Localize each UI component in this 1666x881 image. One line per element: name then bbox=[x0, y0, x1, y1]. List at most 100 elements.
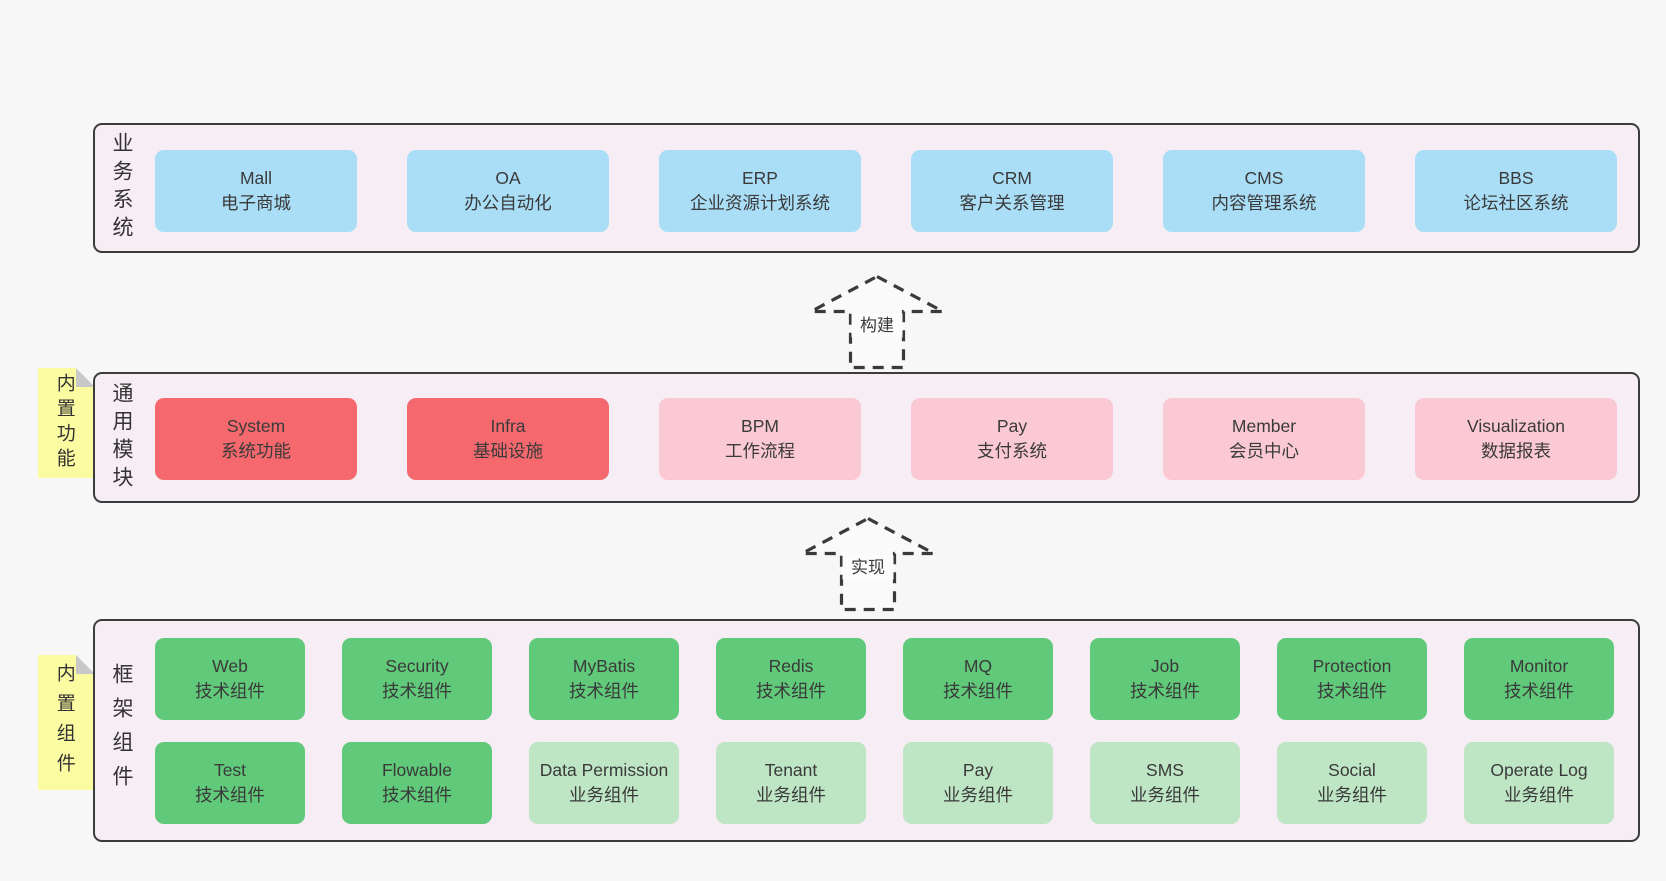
box-title: Tenant bbox=[764, 760, 818, 781]
box-system: System 系统功能 bbox=[155, 398, 357, 480]
box-mq: MQ 技术组件 bbox=[903, 638, 1053, 720]
box-title: CMS bbox=[1244, 168, 1284, 189]
box-crm: CRM 客户关系管理 bbox=[911, 150, 1113, 232]
box-title: BPM bbox=[741, 416, 779, 437]
box-job: Job 技术组件 bbox=[1090, 638, 1240, 720]
box-subtitle: 技术组件 bbox=[943, 681, 1013, 701]
box-subtitle: 论坛社区系统 bbox=[1463, 193, 1569, 213]
box-title: Pay bbox=[962, 760, 994, 781]
sticky-tag-built-in-components: 内置组件 bbox=[38, 655, 95, 790]
box-redis: Redis 技术组件 bbox=[716, 638, 866, 720]
box-subtitle: 数据报表 bbox=[1481, 441, 1551, 461]
panel-framework-components: 框架组件 Web 技术组件 Security 技术组件 MyBatis 技术组件… bbox=[93, 619, 1640, 842]
box-title: Data Permission bbox=[539, 760, 669, 781]
box-visualization: Visualization 数据报表 bbox=[1415, 398, 1617, 480]
box-infra: Infra 基础设施 bbox=[407, 398, 609, 480]
box-subtitle: 工作流程 bbox=[725, 441, 795, 461]
box-social: Social 业务组件 bbox=[1277, 742, 1427, 824]
section-label-business: 业务系统 bbox=[110, 132, 133, 244]
box-subtitle: 系统功能 bbox=[221, 441, 291, 461]
business-box-row: Mall 电子商城 OA 办公自动化 ERP 企业资源计划系统 CRM 客户关系… bbox=[155, 150, 1617, 232]
box-monitor: Monitor 技术组件 bbox=[1464, 638, 1614, 720]
box-subtitle: 技术组件 bbox=[195, 681, 265, 701]
tag-label: 内置功能 bbox=[53, 373, 75, 473]
box-title: OA bbox=[495, 168, 521, 189]
box-title: Monitor bbox=[1509, 656, 1569, 677]
box-subtitle: 业务组件 bbox=[756, 785, 826, 805]
section-label-modules: 通用模块 bbox=[110, 381, 133, 494]
box-data-permission: Data Permission 业务组件 bbox=[529, 742, 679, 824]
box-pay-component: Pay 业务组件 bbox=[903, 742, 1053, 824]
box-title: Protection bbox=[1312, 656, 1392, 677]
box-mybatis: MyBatis 技术组件 bbox=[529, 638, 679, 720]
box-pay-module: Pay 支付系统 bbox=[911, 398, 1113, 480]
box-mall: Mall 电子商城 bbox=[155, 150, 357, 232]
box-sms: SMS 业务组件 bbox=[1090, 742, 1240, 824]
box-title: BBS bbox=[1498, 168, 1534, 189]
box-title: Redis bbox=[768, 656, 814, 677]
box-subtitle: 会员中心 bbox=[1229, 441, 1299, 461]
framework-box-row-1: Web 技术组件 Security 技术组件 MyBatis 技术组件 Redi… bbox=[155, 638, 1614, 720]
box-security: Security 技术组件 bbox=[342, 638, 492, 720]
arrow-label: 实现 bbox=[851, 558, 885, 577]
box-subtitle: 业务组件 bbox=[943, 785, 1013, 805]
box-subtitle: 技术组件 bbox=[195, 785, 265, 805]
dashed-up-arrow-icon: 构建 bbox=[810, 274, 944, 370]
box-title: MyBatis bbox=[572, 656, 636, 677]
box-subtitle: 企业资源计划系统 bbox=[690, 193, 830, 213]
box-title: Job bbox=[1150, 656, 1180, 677]
box-subtitle: 业务组件 bbox=[1130, 785, 1200, 805]
box-erp: ERP 企业资源计划系统 bbox=[659, 150, 861, 232]
box-subtitle: 客户关系管理 bbox=[959, 193, 1065, 213]
box-bbs: BBS 论坛社区系统 bbox=[1415, 150, 1617, 232]
box-title: Test bbox=[213, 760, 247, 781]
box-title: Mall bbox=[239, 168, 273, 189]
box-subtitle: 技术组件 bbox=[756, 681, 826, 701]
box-subtitle: 支付系统 bbox=[977, 441, 1047, 461]
box-title: Security bbox=[385, 656, 449, 677]
box-protection: Protection 技术组件 bbox=[1277, 638, 1427, 720]
box-subtitle: 业务组件 bbox=[1317, 785, 1387, 805]
box-subtitle: 业务组件 bbox=[1504, 785, 1574, 805]
box-title: Visualization bbox=[1467, 416, 1565, 437]
arrow-implement-up: 实现 bbox=[798, 516, 938, 612]
box-title: Pay bbox=[996, 416, 1028, 437]
box-subtitle: 业务组件 bbox=[569, 785, 639, 805]
tag-label: 内置组件 bbox=[53, 662, 75, 783]
box-subtitle: 电子商城 bbox=[221, 193, 291, 213]
box-title: Infra bbox=[490, 416, 526, 437]
framework-box-row-2: Test 技术组件 Flowable 技术组件 Data Permission … bbox=[155, 742, 1614, 824]
box-subtitle: 内容管理系统 bbox=[1211, 193, 1317, 213]
box-title: Flowable bbox=[381, 760, 453, 781]
box-title: Web bbox=[212, 656, 248, 677]
box-subtitle: 技术组件 bbox=[1130, 681, 1200, 701]
box-title: Operate Log bbox=[1490, 760, 1588, 781]
box-flowable: Flowable 技术组件 bbox=[342, 742, 492, 824]
box-subtitle: 办公自动化 bbox=[464, 193, 552, 213]
box-title: MQ bbox=[963, 656, 993, 677]
box-oa: OA 办公自动化 bbox=[407, 150, 609, 232]
dashed-up-arrow-icon: 实现 bbox=[801, 516, 935, 612]
box-title: Member bbox=[1231, 416, 1297, 437]
box-operate-log: Operate Log 业务组件 bbox=[1464, 742, 1614, 824]
box-subtitle: 技术组件 bbox=[569, 681, 639, 701]
box-title: CRM bbox=[992, 168, 1032, 189]
box-test: Test 技术组件 bbox=[155, 742, 305, 824]
modules-box-row: System 系统功能 Infra 基础设施 BPM 工作流程 Pay 支付系统… bbox=[155, 398, 1617, 480]
box-cms: CMS 内容管理系统 bbox=[1163, 150, 1365, 232]
box-tenant: Tenant 业务组件 bbox=[716, 742, 866, 824]
arrow-build-up: 构建 bbox=[807, 274, 947, 370]
box-title: System bbox=[226, 416, 286, 437]
box-subtitle: 技术组件 bbox=[1504, 681, 1574, 701]
box-subtitle: 技术组件 bbox=[1317, 681, 1387, 701]
box-title: ERP bbox=[742, 168, 778, 189]
box-subtitle: 基础设施 bbox=[473, 441, 543, 461]
box-subtitle: 技术组件 bbox=[382, 681, 452, 701]
panel-common-modules: 通用模块 System 系统功能 Infra 基础设施 BPM 工作流程 Pay… bbox=[93, 372, 1640, 503]
arrow-label: 构建 bbox=[860, 316, 894, 335]
box-bpm: BPM 工作流程 bbox=[659, 398, 861, 480]
panel-business-systems: 业务系统 Mall 电子商城 OA 办公自动化 ERP 企业资源计划系统 CRM… bbox=[93, 123, 1640, 253]
box-subtitle: 技术组件 bbox=[382, 785, 452, 805]
box-title: Social bbox=[1328, 760, 1376, 781]
box-member: Member 会员中心 bbox=[1163, 398, 1365, 480]
